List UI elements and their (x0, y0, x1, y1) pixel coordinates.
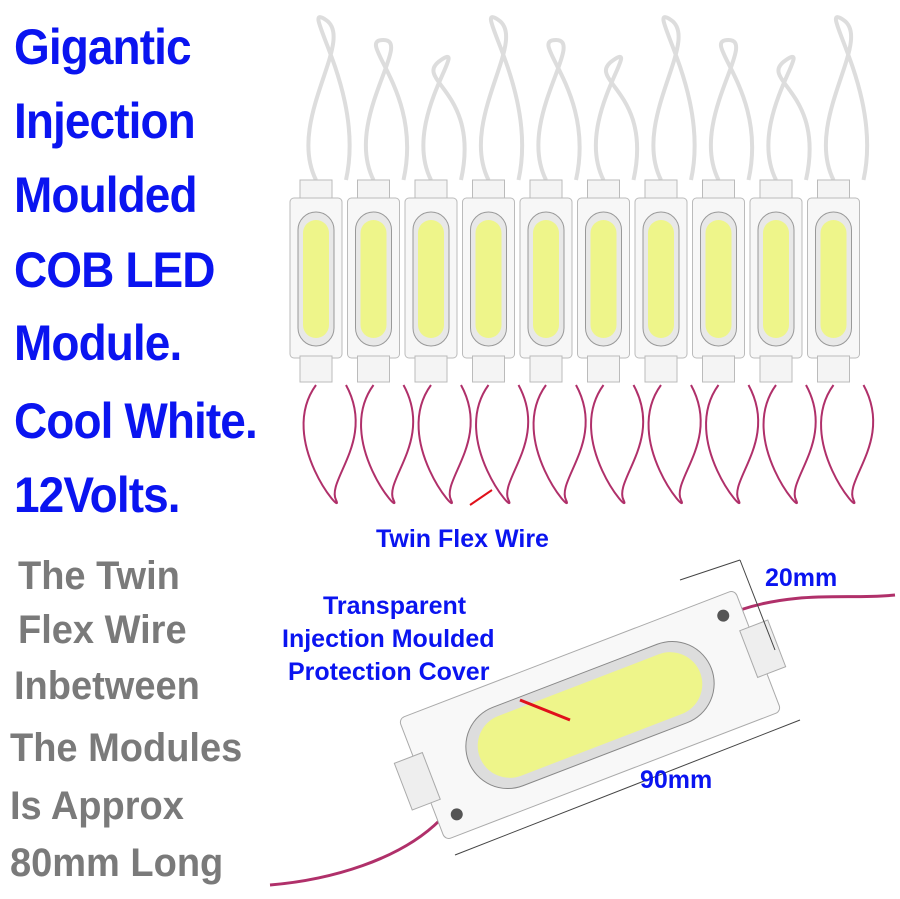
dimension-lines (454, 559, 801, 856)
flex-wire (269, 818, 442, 887)
flex-wire (417, 384, 472, 504)
flex-wire (363, 37, 410, 181)
flex-wire (478, 15, 525, 181)
large-led-module (393, 591, 787, 839)
led-module (807, 179, 860, 383)
note-line: Flex Wire (18, 608, 187, 652)
pointer-line (519, 698, 571, 722)
cover-label-line: Transparent (323, 592, 467, 620)
twin-flex-wire-label: Twin Flex Wire (376, 525, 549, 553)
note-line: 80mm Long (10, 841, 224, 885)
led-module (347, 179, 400, 383)
flex-wire (820, 384, 875, 504)
cover-label-line: Injection Moulded (282, 625, 495, 653)
flex-wire (421, 55, 467, 181)
led-module (749, 179, 803, 383)
led-module (577, 179, 630, 383)
note-line: The Modules (10, 726, 243, 770)
width-label: 20mm (765, 564, 838, 592)
flex-wire (651, 15, 697, 181)
led-module (404, 179, 458, 383)
headline-line: Moulded (14, 167, 198, 223)
headline-line: Cool White. (14, 393, 258, 449)
flex-wire (302, 384, 357, 504)
length-label: 90mm (640, 766, 713, 794)
flex-wire (590, 384, 645, 504)
led-module (462, 179, 515, 383)
flex-wire (823, 15, 870, 181)
flex-wire (475, 384, 530, 504)
cover-label-line: Protection Cover (288, 658, 490, 686)
headline-line: Injection (14, 93, 196, 149)
note-line: The Twin (18, 554, 180, 598)
flex-wire (532, 384, 587, 504)
flex-wire (360, 384, 415, 504)
headline-line: 12Volts. (14, 467, 181, 523)
flex-wire (708, 37, 755, 181)
note-line: Inbetween (14, 664, 200, 708)
flex-wire (647, 384, 702, 504)
flex-wire (739, 593, 896, 612)
led-module (289, 179, 343, 383)
headline-line: Module. (14, 315, 182, 371)
headline-line: Gigantic (14, 19, 192, 75)
flex-wire (705, 384, 760, 504)
led-module (692, 179, 745, 383)
flex-wire (536, 37, 582, 181)
flex-wire (766, 55, 812, 181)
flex-wire (762, 384, 817, 504)
note-line: Is Approx (10, 784, 184, 828)
headline-line: COB LED (14, 242, 215, 298)
led-module (634, 179, 688, 383)
flex-wire (306, 15, 352, 181)
led-module (519, 179, 573, 383)
pointer-line (469, 489, 493, 506)
flex-wire (593, 55, 640, 181)
